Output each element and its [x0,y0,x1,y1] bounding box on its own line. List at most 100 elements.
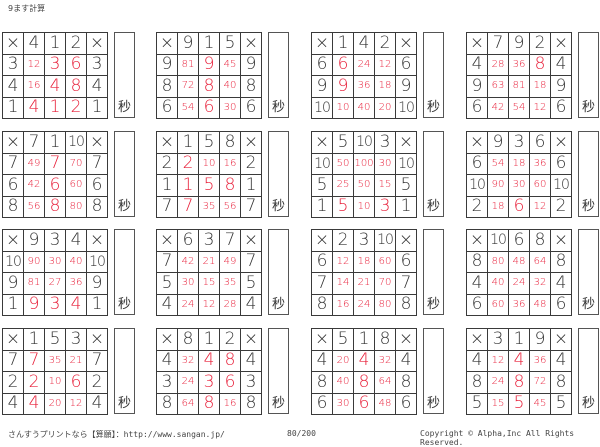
row-number: 7 [156,195,178,218]
answer-cell: 64 [177,392,199,415]
answer-cell: 12 [529,96,551,119]
multiply-symbol: × [550,131,572,154]
time-box[interactable]: 秒 [423,131,444,217]
time-box[interactable]: 秒 [114,32,135,118]
answer-cell: 35 [198,195,220,218]
time-box[interactable]: 秒 [268,131,289,217]
row-number: 4 [156,349,178,372]
answer-cell: 24 [177,293,199,316]
answer-cell: 4 [23,392,45,415]
row-number: 5 [311,174,333,197]
column-number: 1 [44,32,66,55]
answer-cell: 40 [332,371,354,394]
row-number: 2 [466,195,488,218]
row-number: 6 [86,174,108,197]
answer-cell: 30 [374,152,396,175]
row-number: 8 [550,250,572,273]
time-box[interactable]: 秒 [114,328,135,414]
answer-cell: 81 [508,75,530,98]
time-box[interactable]: 秒 [578,131,599,217]
time-box[interactable]: 秒 [114,131,135,217]
answer-cell: 50 [353,174,375,197]
row-number: 7 [86,349,108,372]
row-number: 4 [240,349,262,372]
seconds-label: 秒 [426,199,440,214]
row-number: 1 [156,174,178,197]
answer-cell: 4 [65,293,87,316]
answer-cell: 12 [529,195,551,218]
answer-cell: 90 [487,174,509,197]
answer-cell: 8 [219,174,241,197]
multiply-symbol: × [2,32,24,55]
answer-cell: 12 [487,349,509,372]
answer-cell: 49 [23,152,45,175]
row-number: 5 [550,392,572,415]
time-box[interactable]: 秒 [268,229,289,315]
row-number: 6 [466,96,488,119]
column-number: 3 [353,229,375,252]
answer-cell: 21 [65,349,87,372]
time-box[interactable]: 秒 [268,328,289,414]
row-number: 8 [395,293,417,316]
answer-cell: 49 [219,250,241,273]
time-box[interactable]: 秒 [423,229,444,315]
column-number: 6 [529,131,551,154]
time-box[interactable]: 秒 [578,32,599,118]
row-number: 1 [395,195,417,218]
answer-cell: 30 [177,272,199,295]
answer-cell: 3 [374,195,396,218]
time-box[interactable]: 秒 [423,32,444,118]
time-box[interactable]: 秒 [114,229,135,315]
time-box[interactable]: 秒 [423,328,444,414]
column-number: 9 [177,32,199,55]
answer-cell: 10 [44,371,66,394]
answer-cell: 21 [198,250,220,273]
answer-cell: 20 [44,392,66,415]
answer-cell: 8 [44,195,66,218]
time-box[interactable]: 秒 [268,32,289,118]
row-number: 5 [156,272,178,295]
row-number: 4 [550,272,572,295]
answer-cell: 6 [198,96,220,119]
seconds-label: 秒 [581,396,595,411]
answer-cell: 48 [374,392,396,415]
footer-site-link[interactable]: さんすうプリントなら【算願】：http://www.sangan.jp/ [8,430,225,439]
row-number: 1 [2,96,24,119]
row-number: 4 [466,53,488,76]
time-box[interactable]: 秒 [578,328,599,414]
row-number: 10 [86,250,108,273]
row-number: 6 [240,96,262,119]
answer-cell: 36 [353,75,375,98]
answer-cell: 10 [198,152,220,175]
answer-cell: 21 [353,272,375,295]
answer-cell: 42 [487,96,509,119]
column-number: 1 [353,328,375,351]
row-number: 6 [550,152,572,175]
answer-cell: 60 [529,174,551,197]
column-number: 9 [487,131,509,154]
column-number: 2 [65,32,87,55]
footer-page-number: 80/200 [287,429,316,438]
row-number: 8 [311,371,333,394]
multiply-symbol: × [156,32,178,55]
answer-cell: 14 [332,272,354,295]
answer-cell: 45 [529,392,551,415]
answer-cell: 6 [65,53,87,76]
seconds-label: 秒 [117,199,131,214]
column-number: 10 [374,229,396,252]
time-box[interactable]: 秒 [578,229,599,315]
row-number: 3 [86,53,108,76]
column-number: 5 [332,131,354,154]
row-number: 4 [395,349,417,372]
seconds-label: 秒 [271,396,285,411]
answer-cell: 15 [487,392,509,415]
answer-cell: 8 [219,349,241,372]
answer-cell: 1 [177,174,199,197]
column-number: 1 [508,328,530,351]
